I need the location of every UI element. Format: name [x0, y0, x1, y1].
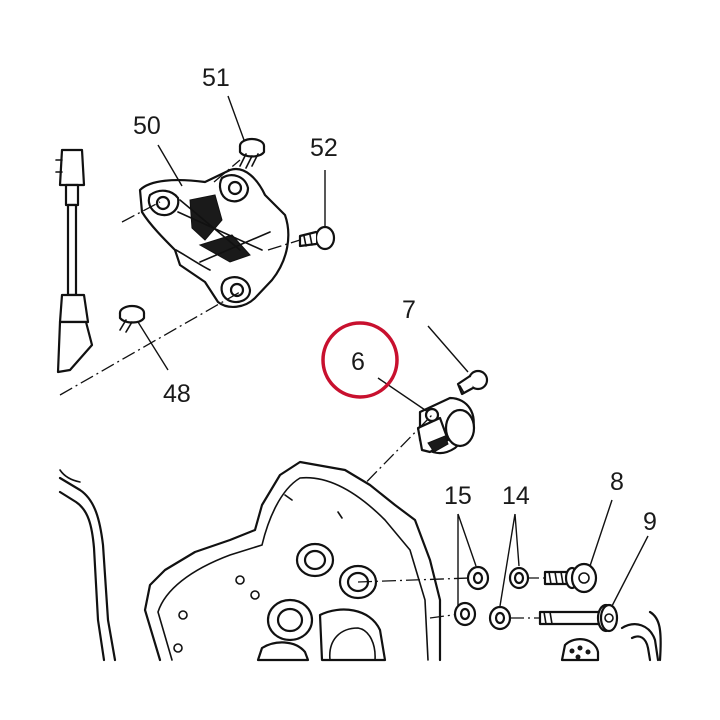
washer-part-14-upper: [508, 566, 530, 590]
screw-part-48: [118, 304, 146, 333]
washer-part-15-lower: [453, 601, 477, 627]
sensor-part-6: [416, 396, 476, 455]
highlight-ring: [321, 321, 399, 399]
callout-8: 8: [610, 468, 624, 496]
washer-part-14-lower: [488, 605, 512, 631]
leader-8: [589, 499, 613, 567]
callout-52: 52: [310, 134, 338, 162]
callout-9: 9: [643, 508, 657, 536]
washer-part-15-upper: [466, 565, 490, 591]
callout-7: 7: [402, 296, 416, 324]
leader-7: [427, 325, 469, 373]
leader-9: [611, 535, 649, 607]
callout-48: 48: [163, 380, 191, 408]
leader-15: [457, 513, 477, 606]
leader-48: [137, 321, 169, 371]
leader-14: [499, 513, 520, 607]
callout-51: 51: [202, 64, 230, 92]
leader-6: [377, 377, 429, 413]
screw-part-7: [456, 369, 489, 396]
screw-part-52: [298, 225, 336, 251]
leader-50: [157, 144, 183, 187]
sensor-cable: [55, 148, 94, 374]
callout-50: 50: [133, 112, 161, 140]
callout-15: 15: [444, 482, 472, 510]
gasket-left: [58, 469, 117, 662]
callout-14: 14: [502, 482, 530, 510]
gasket-right: [620, 610, 662, 662]
screw-part-51: [238, 137, 266, 169]
leader-51: [227, 95, 245, 141]
screw-part-8: [543, 562, 598, 594]
callout-6: 6: [351, 348, 365, 376]
cap-part: [560, 638, 600, 662]
bracket-part-50: [138, 167, 290, 308]
screw-part-9: [538, 603, 619, 633]
engine-case-cover: [143, 460, 442, 662]
